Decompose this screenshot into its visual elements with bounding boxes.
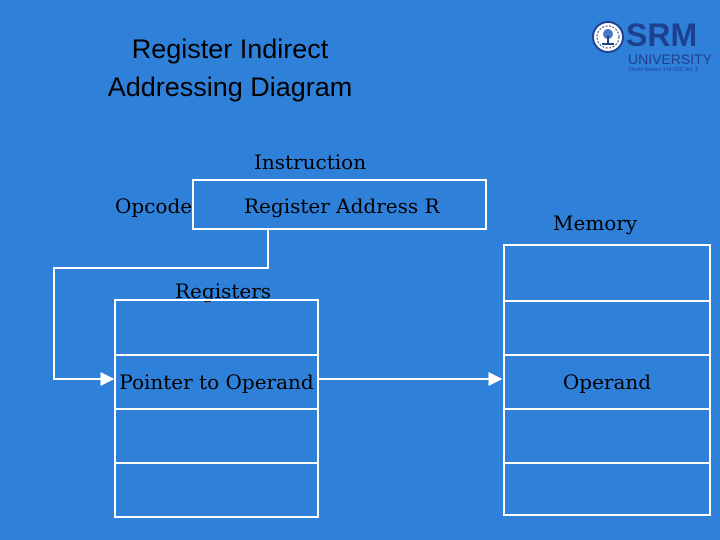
register-address-to-register-arrow	[53, 230, 269, 386]
operand-text: Operand	[562, 370, 652, 394]
slide-title: Register Indirect Addressing Diagram	[60, 30, 400, 106]
memory-cell	[503, 462, 711, 516]
pointer-to-operand-text: Pointer to Operand	[119, 370, 314, 394]
logo-subtitle: UNIVERSITY	[628, 51, 713, 67]
title-line-2: Addressing Diagram	[107, 72, 353, 102]
register-address-label: Register Address R	[244, 194, 440, 218]
university-seal-icon	[592, 21, 624, 53]
register-cell	[114, 462, 319, 518]
opcode-label: Opcode	[115, 194, 193, 218]
srm-logo: SRM UNIVERSITY (Under Section 3 of UGC A…	[592, 17, 712, 78]
memory-label: Memory	[553, 211, 638, 235]
title-line-1: Register Indirect	[131, 34, 329, 64]
logo-wordmark: SRM	[626, 17, 698, 53]
instruction-label: Instruction	[254, 150, 367, 174]
logo-tagline: (Under Section 3 of UGC Act, 1956)	[628, 67, 698, 73]
instruction-register-field	[192, 179, 487, 230]
